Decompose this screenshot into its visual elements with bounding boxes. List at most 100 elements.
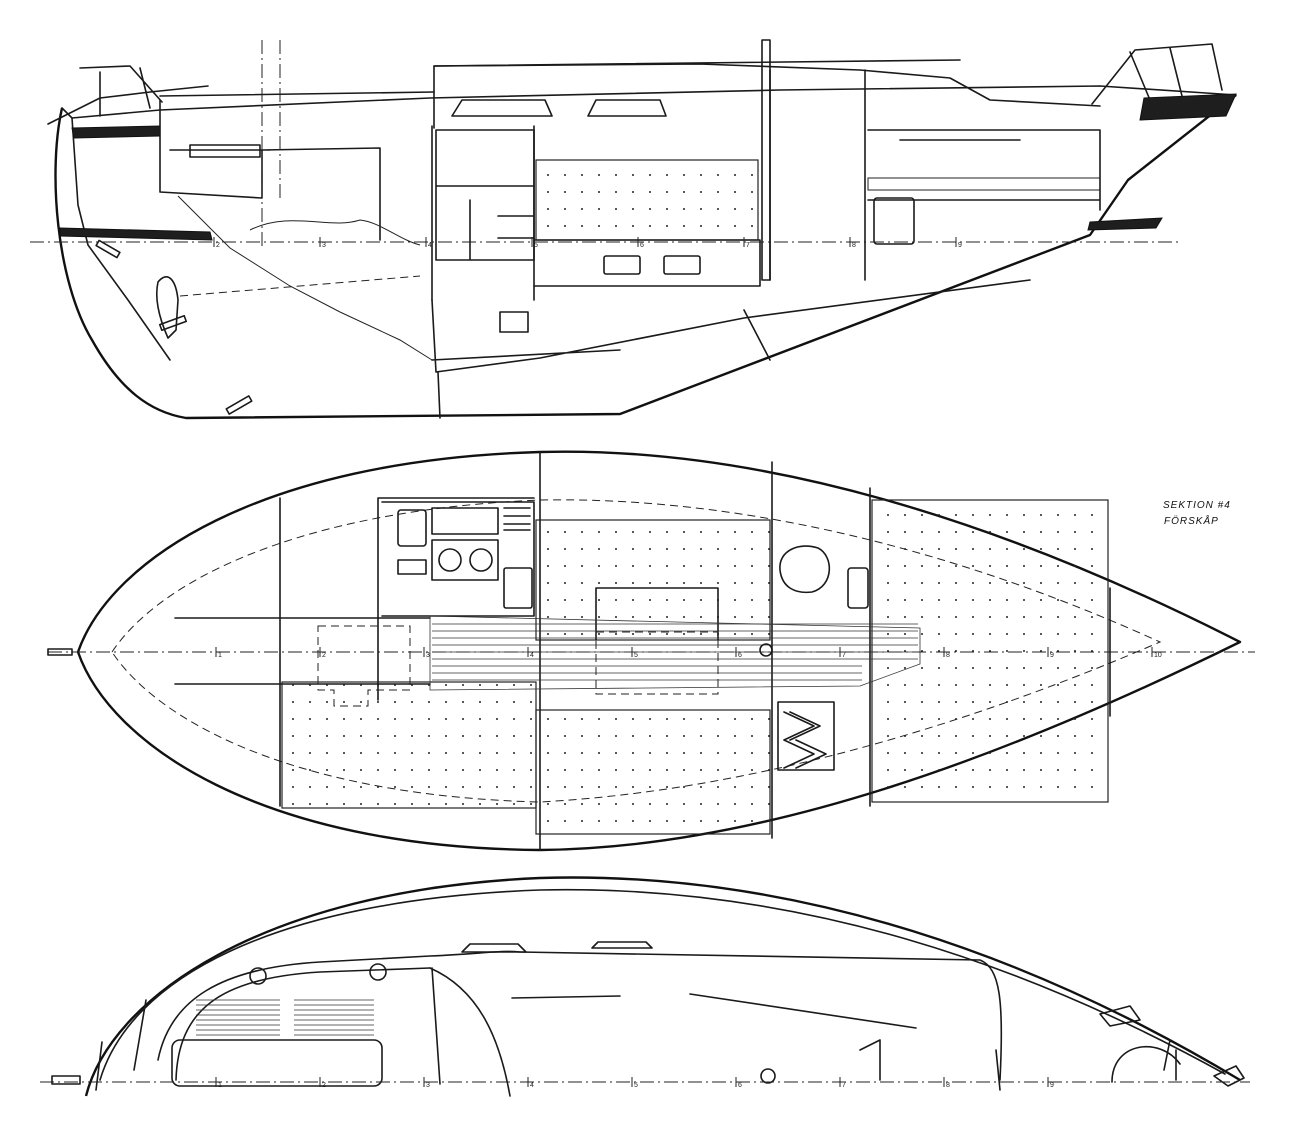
plan-station-tick-label: 3 <box>426 652 430 659</box>
stern-pulpit <box>47 65 209 125</box>
deck-toerail <box>99 888 1226 1081</box>
profile-station-tick-label: 3 <box>322 242 326 249</box>
profile-portlight-mid <box>587 99 667 117</box>
mast-collar <box>760 1068 776 1084</box>
cockpit-gratings <box>196 999 374 1041</box>
deck-station-tick-label: 9 <box>1050 1082 1054 1089</box>
profile-transom <box>61 107 171 361</box>
burner-left <box>438 548 462 572</box>
hanging-locker-hangers <box>783 711 827 769</box>
galley-counter <box>431 507 499 535</box>
profile-shaft-strut-3 <box>225 395 253 415</box>
locker-door-1 <box>603 255 641 275</box>
deck-hull-outline <box>84 876 1241 1097</box>
plan-station-tick-label: 2 <box>322 652 326 659</box>
mast <box>761 39 771 281</box>
profile-portlight-aft <box>451 99 553 117</box>
heads-toilet <box>779 545 831 594</box>
burner-right <box>469 548 493 572</box>
cockpit-seat <box>189 144 261 158</box>
plan-engine-outline <box>317 625 411 707</box>
plan-aft-berth-upper <box>281 681 537 809</box>
deck-station-tick-label: 2 <box>322 1082 326 1089</box>
sheer-stripe-fwd <box>1139 93 1237 121</box>
rudder-outline <box>155 276 179 339</box>
boot-top-aft <box>59 227 213 241</box>
plan-saloon-seat-lower <box>535 709 771 835</box>
cockpit-seat-box <box>171 1039 383 1087</box>
hanging-locker <box>777 701 835 771</box>
cabin-trunk-outline <box>433 63 1101 129</box>
profile-station-vertical <box>261 40 281 246</box>
sheer-stripe-aft <box>71 125 161 139</box>
coachroof-inner <box>175 967 431 1081</box>
section-label: SEKTION #4 <box>1163 500 1231 511</box>
plan-station-tick-label: 7 <box>842 652 846 659</box>
section-sublabel: FÖRSKÅP <box>1164 514 1219 527</box>
profile-through-hull <box>499 311 529 333</box>
deck-hatch-2 <box>591 941 653 949</box>
galley-cabinets <box>435 129 535 261</box>
keel-vertical-lines <box>437 309 771 419</box>
profile-station-tick-label: 2 <box>216 242 220 249</box>
cabin-roof-line <box>159 59 961 97</box>
plan-vberth <box>871 499 1109 803</box>
plan-station-tick-label: 4 <box>530 652 534 659</box>
heads-door <box>873 197 915 245</box>
deck-sidedeck-lines <box>859 1039 1001 1091</box>
coachroof-outline <box>157 950 1003 1081</box>
profile-station-tick-label: 4 <box>428 242 432 249</box>
plan-station-tick-label: 1 <box>218 652 222 659</box>
plan-stern-fitting <box>47 648 73 656</box>
plan-station-tick-label: 10 <box>1154 652 1162 659</box>
stern-tiller <box>51 1075 81 1085</box>
profile-station-tick-label: 5 <box>534 242 538 249</box>
plan-hull-outline <box>76 450 1242 852</box>
locker-door-2 <box>663 255 701 275</box>
plan-saloon-seat-upper <box>535 519 771 641</box>
profile-station-tick-label: 7 <box>746 242 750 249</box>
cockpit-well <box>159 99 381 241</box>
keel-cutaway <box>431 279 1031 373</box>
bow-pulpit <box>1091 43 1223 105</box>
profile-settee <box>535 159 759 241</box>
deck-station-tick-label: 5 <box>634 1082 638 1089</box>
profile-hull-outline <box>54 94 1237 420</box>
deck-station-tick-label: 7 <box>842 1082 846 1089</box>
deck-station-tick-label: 6 <box>738 1082 742 1089</box>
profile-vberth-fill <box>867 177 1101 191</box>
mast-step-plan <box>759 643 773 657</box>
deck-station-tick-label: 4 <box>530 1082 534 1089</box>
profile-station-tick-label: 8 <box>852 242 856 249</box>
deck-station-tick-label: 3 <box>426 1082 430 1089</box>
galley-sink <box>397 509 427 547</box>
plan-cockpit <box>174 497 535 701</box>
profile-shaft-strut-1 <box>95 239 121 259</box>
profile-shaft-line <box>179 275 421 297</box>
genoa-track-1 <box>511 995 621 999</box>
forward-cabin <box>867 129 1101 211</box>
deck-station-tick-label: 1 <box>218 1082 222 1089</box>
heads-basin <box>847 567 869 609</box>
plan-station-tick-label: 9 <box>1050 652 1054 659</box>
profile-sheer <box>71 85 1237 119</box>
plan-station-tick-label: 6 <box>738 652 742 659</box>
companionway-hatch <box>429 967 511 1097</box>
sole-plank-lines <box>432 623 918 681</box>
sliding-hatch <box>431 967 441 1085</box>
genoa-track-2 <box>689 993 917 1029</box>
saloon-sole-planks <box>429 615 921 691</box>
profile-shaft-strut-2 <box>158 314 188 332</box>
engine-cutaway <box>177 195 433 361</box>
galley-drawer <box>397 559 427 575</box>
profile-station-tick-label: 6 <box>640 242 644 249</box>
profile-lockers <box>533 239 761 287</box>
plan-galley <box>381 501 535 617</box>
galley-stove <box>431 539 499 581</box>
chart-table <box>503 567 533 609</box>
